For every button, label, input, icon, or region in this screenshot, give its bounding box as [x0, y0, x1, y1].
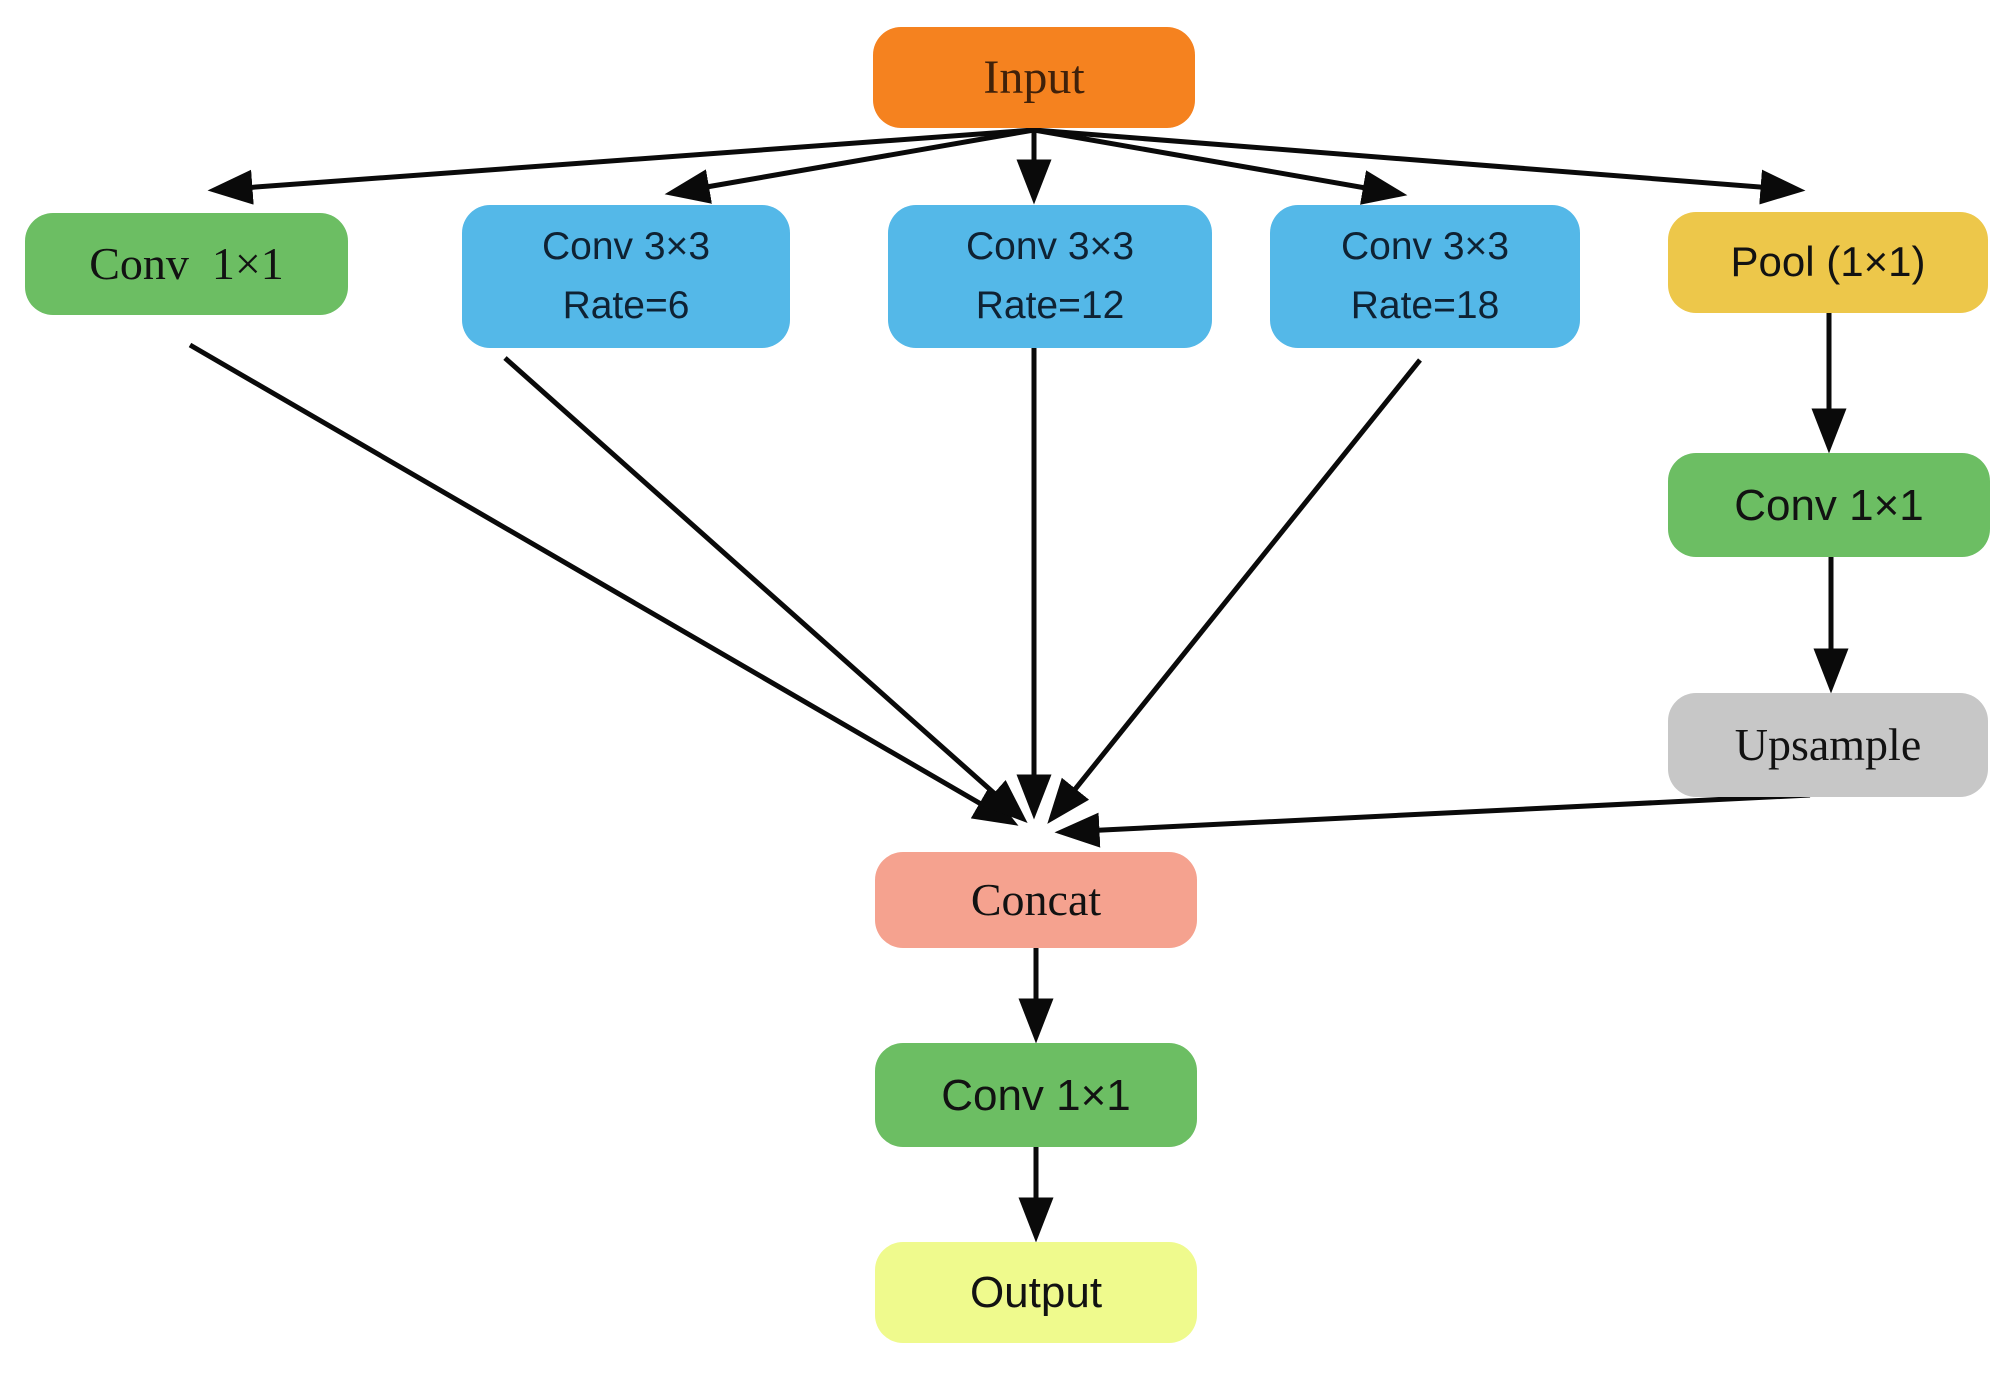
- node-conv3x3-rate12-line1: Conv 3×3: [965, 225, 1135, 268]
- arrow-upsample-to-concat: [1054, 792, 1811, 848]
- arrow-rate18-to-concat: [1047, 358, 1422, 824]
- node-upsample: Upsample: [1668, 693, 1988, 797]
- node-output: Output: [875, 1242, 1197, 1343]
- node-conv3x3-rate18-line2: Rate=18: [1350, 283, 1500, 327]
- node-conv3x3-rate6-line2: Rate=6: [562, 283, 690, 327]
- node-concat-label: Concat: [970, 874, 1102, 926]
- node-upsample-label: Upsample: [1734, 719, 1922, 771]
- arrow-input-to-rate6: [664, 127, 1035, 204]
- node-pool: Pool (1×1): [1668, 212, 1988, 313]
- node-conv1x1-bottom-label: Conv 1×1: [941, 1070, 1131, 1120]
- node-conv1x1-left-label: Conv 1×1: [89, 238, 284, 290]
- node-output-label: Output: [969, 1268, 1103, 1317]
- node-pool-label: Pool (1×1): [1730, 238, 1926, 286]
- node-conv1x1-left: Conv 1×1: [25, 213, 348, 315]
- arrow-input-to-pool: [1033, 127, 1806, 205]
- node-conv1x1-right: Conv 1×1: [1668, 453, 1990, 557]
- arrow-input-to-rate18: [1033, 127, 1408, 205]
- node-conv3x3-rate18-line1: Conv 3×3: [1340, 225, 1510, 268]
- node-concat: Concat: [875, 852, 1197, 948]
- arrow-rate6-to-concat: [503, 356, 1028, 823]
- arrow-input-to-conv1x1-left: [207, 127, 1035, 205]
- node-conv3x3-rate18: Conv 3×3 Rate=18: [1270, 205, 1580, 348]
- node-input-label: Input: [983, 50, 1085, 104]
- node-conv3x3-rate6: Conv 3×3 Rate=6: [462, 205, 790, 348]
- node-conv3x3-rate12-line2: Rate=12: [975, 283, 1125, 327]
- node-conv3x3-rate6-line1: Conv 3×3: [541, 225, 711, 268]
- node-conv1x1-right-label: Conv 1×1: [1734, 480, 1924, 530]
- arrow-conv1x1-left-to-concat: [188, 342, 1019, 826]
- node-conv1x1-bottom: Conv 1×1: [875, 1043, 1197, 1147]
- node-input: Input: [873, 27, 1195, 128]
- node-conv3x3-rate12: Conv 3×3 Rate=12: [888, 205, 1212, 348]
